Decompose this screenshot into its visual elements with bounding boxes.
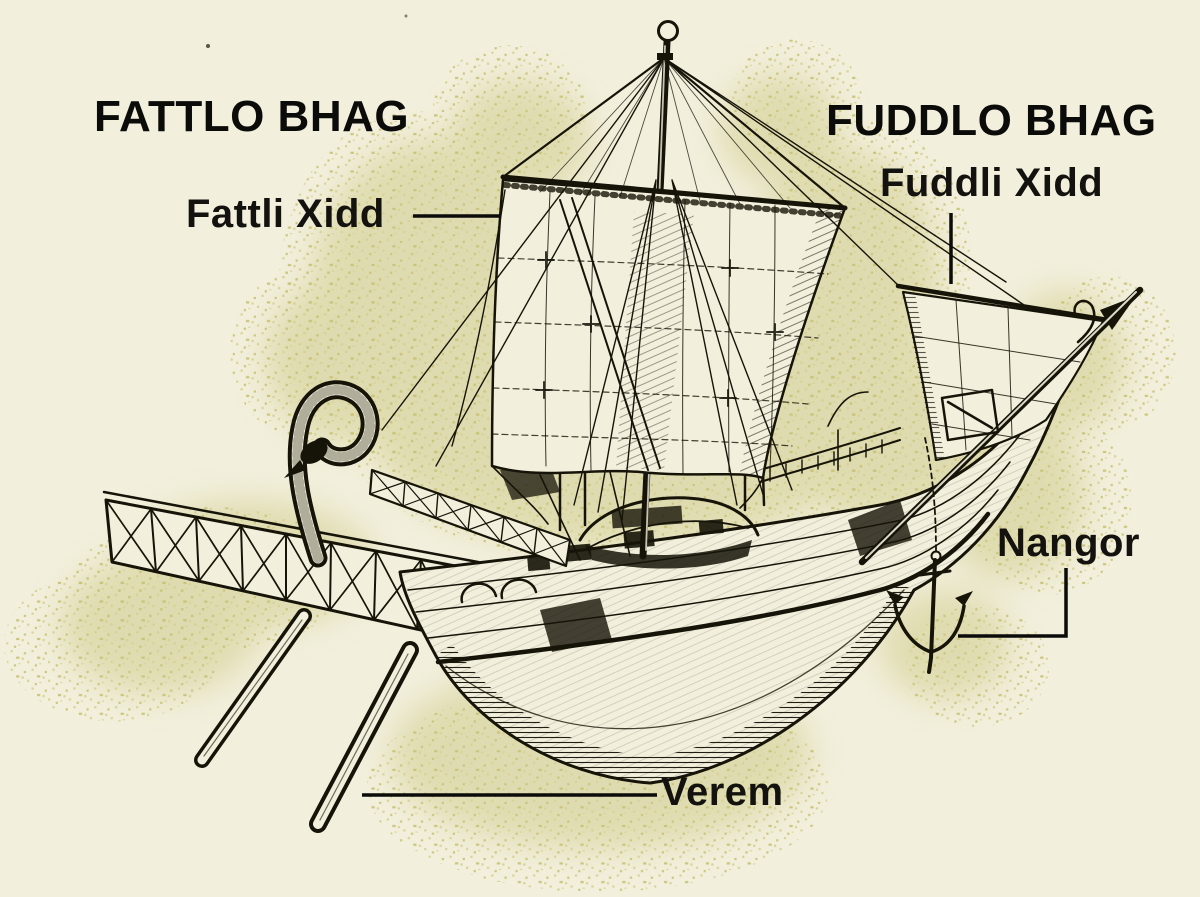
swan-beak [284,460,306,478]
steering-oar-label: Verem [661,770,784,814]
leader-nangor [958,568,1068,638]
main-sail [490,56,848,561]
fore-sail-label: Fuddli Xidd [880,161,1104,205]
bow-section-heading: FUDDLO BHAG [826,96,1157,145]
hull [368,340,1080,785]
swan-neck-ornament [284,380,380,568]
fore-yard [895,283,1111,323]
ship-illustration [102,14,1144,833]
paper-speck [404,14,408,18]
swan-head [300,440,328,464]
bowsprit [858,286,1144,566]
anchor-shank [927,558,937,674]
paper-speck [206,44,210,48]
anchor-label: Nangor [997,521,1140,565]
deck-railing [368,468,572,568]
steering-oars [194,608,419,833]
main-sail-label: Fattli Xidd [186,192,385,236]
anchor-stock [918,569,952,577]
anchor-drawing [886,437,973,674]
rigging [381,57,1079,521]
leader-lines [362,213,1068,797]
mast-finial-ball [657,20,679,42]
stern-section-heading: FATTLO BHAG [94,92,410,141]
